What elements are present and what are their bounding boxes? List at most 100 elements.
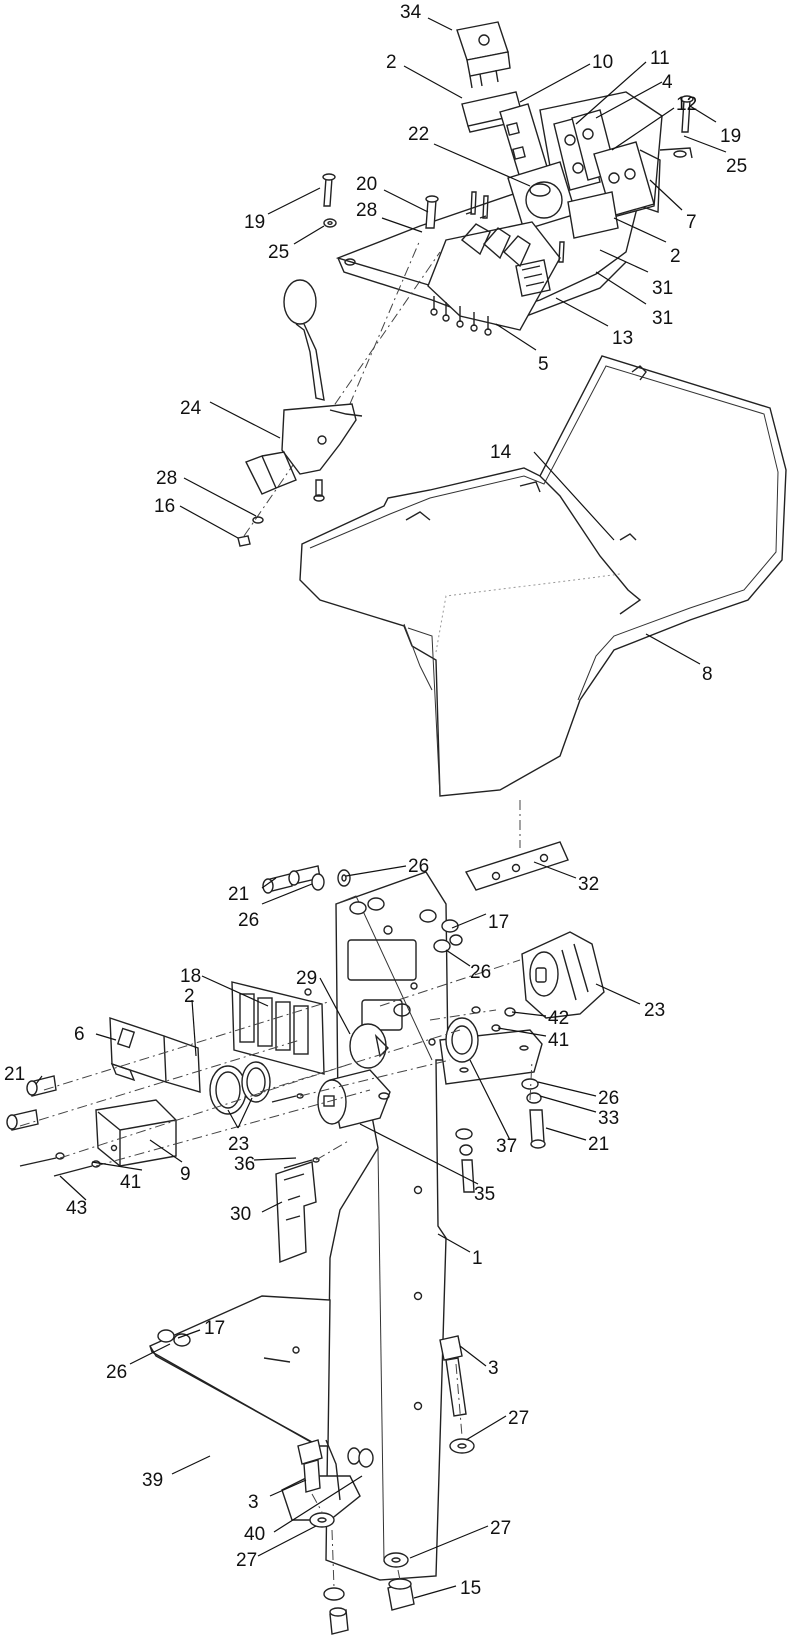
shift-lever-24 (245, 279, 363, 495)
callout-7: 7 (686, 212, 697, 233)
callout-19-right: 19 (720, 126, 741, 147)
callout-37: 37 (496, 1136, 517, 1157)
bolts-21-left (6, 1075, 57, 1131)
callout-20: 20 (356, 174, 377, 195)
nuts-17-upper (349, 897, 463, 953)
callout-25-right: 25 (726, 156, 747, 177)
callout-34: 34 (400, 2, 422, 23)
callout-31-b: 31 (652, 308, 673, 329)
pin-20 (425, 195, 439, 229)
console-cover-8 (299, 355, 787, 797)
callout-36: 36 (234, 1154, 255, 1175)
nut-ring-23-left (209, 1061, 271, 1115)
gauge-22 (507, 161, 577, 231)
footrest-plate-39 (149, 1295, 331, 1447)
washers-26-top (311, 869, 351, 891)
knob-29 (349, 1023, 389, 1069)
callout-26-right: 26 (598, 1088, 619, 1109)
callout-9: 9 (180, 1164, 191, 1185)
callout-1: 1 (472, 1248, 483, 1269)
pedestal-1 (325, 871, 543, 1581)
washer-28-lower (252, 516, 264, 524)
callout-21-right: 21 (588, 1134, 609, 1155)
callout-8: 8 (702, 664, 713, 685)
callout-32: 32 (578, 874, 599, 895)
dash-panel-18 (231, 981, 325, 1075)
callout-31-a: 31 (652, 278, 673, 299)
callout-16: 16 (154, 496, 175, 517)
callout-21-left: 21 (4, 1064, 25, 1085)
callout-35: 35 (474, 1184, 495, 1205)
callout-28-lower: 28 (156, 468, 177, 489)
washers-27-bottom (309, 1512, 409, 1601)
screws-36 (271, 1093, 320, 1169)
sticker-30 (275, 1161, 317, 1264)
callout-24: 24 (180, 398, 202, 419)
switch-module-6 (109, 1017, 201, 1093)
callout-26-left-top: 26 (238, 910, 259, 931)
callout-11: 11 (650, 48, 670, 69)
callout-22: 22 (408, 124, 429, 145)
horn-switch-35 (317, 1069, 391, 1129)
bolt-under-pedestal (455, 1128, 475, 1193)
callout-6: 6 (74, 1024, 85, 1045)
callout-25-left: 25 (268, 242, 289, 263)
callout-10: 10 (592, 52, 613, 73)
callout-17-lower: 17 (204, 1318, 225, 1339)
callout-27-right: 27 (508, 1408, 529, 1429)
washer-25-right (659, 147, 693, 159)
bolts-21-top (262, 865, 321, 894)
washer-27-right (449, 1438, 475, 1454)
screws-upper-center (465, 191, 565, 263)
callout-33: 33 (598, 1108, 619, 1129)
callout-3-right: 3 (488, 1358, 499, 1379)
callout-19-left: 19 (244, 212, 265, 233)
callout-14: 14 (490, 442, 512, 463)
nut-17-lower (157, 1329, 191, 1347)
stop-40 (347, 1447, 374, 1468)
callout-13: 13 (612, 328, 633, 349)
nut-15 (329, 1578, 415, 1635)
bolt-3-right (439, 1335, 467, 1417)
seal-37 (445, 1017, 479, 1063)
joystick-valve-block-5 (427, 221, 561, 336)
callout-2-top: 2 (386, 52, 397, 73)
screw-19-left (322, 173, 336, 207)
callout-23-left: 23 (228, 1134, 249, 1155)
callout-43: 43 (66, 1198, 87, 1219)
callout-2-left: 2 (184, 986, 195, 1007)
callout-29: 29 (296, 968, 317, 989)
callout-26-top: 26 (408, 856, 429, 877)
callout-17-top: 17 (488, 912, 509, 933)
cover-plate-2-right (567, 191, 619, 239)
callout-15: 15 (460, 1578, 481, 1599)
callout-27-bottom-right: 27 (490, 1518, 511, 1539)
callout-4: 4 (662, 72, 673, 93)
screws-43-41 (19, 1152, 101, 1177)
ignition-switch-23 (521, 931, 605, 1019)
callout-12: 12 (676, 94, 697, 115)
callout-23-right: 23 (644, 1000, 665, 1021)
bolt-21-right (521, 1078, 546, 1149)
callout-21-top: 21 (228, 884, 249, 905)
callout-2-right: 2 (670, 246, 681, 267)
screw-19-right (680, 95, 694, 133)
washer-25-left (323, 218, 337, 228)
callout-42: 42 (548, 1008, 569, 1029)
callout-27-bottom-left: 27 (236, 1550, 257, 1571)
lever-bolt (313, 479, 325, 502)
callout-28-top: 28 (356, 200, 377, 221)
callout-3-left: 3 (248, 1492, 259, 1513)
callout-5: 5 (538, 354, 549, 375)
callout-18: 18 (180, 966, 201, 987)
mounting-plate-32 (464, 841, 569, 891)
rocker-switch-34 (456, 21, 511, 89)
nut-16 (237, 535, 251, 547)
callout-41-right: 41 (548, 1030, 569, 1051)
callout-26-lower: 26 (106, 1362, 127, 1383)
callout-41-left: 41 (120, 1172, 141, 1193)
callout-39: 39 (142, 1470, 163, 1491)
bolt-3-left (297, 1439, 323, 1493)
callout-40: 40 (244, 1524, 265, 1545)
